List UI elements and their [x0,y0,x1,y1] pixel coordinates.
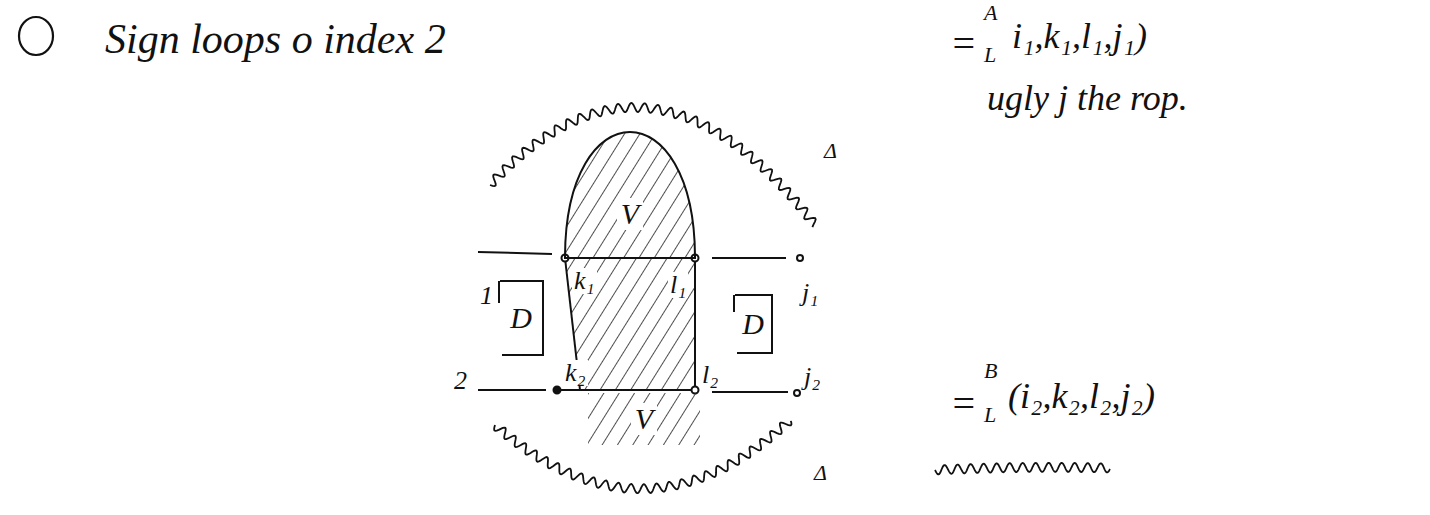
math-label: Δ [822,140,839,162]
heading: Sign loops o index 2 [105,18,446,60]
edge-line [694,258,696,390]
math-label: ugly j the rop. [985,80,1190,116]
math-label: k₂ [563,360,588,386]
bracket-outline [499,281,543,355]
dash-line [478,389,546,391]
math-label: l₂ [700,362,720,388]
bracket-box: D [733,294,773,354]
dome-region: V [565,130,695,258]
vertex-dot [794,390,800,396]
math-label: Δ [812,462,829,484]
math-label: 2 [452,368,469,394]
math-label: (i₂,k₂,l₂,j₂) [1006,378,1157,414]
math-label: B [982,360,999,382]
math-label: k₁ [572,268,597,294]
vertex-dot [554,387,561,394]
region-letter: V [617,198,643,230]
bullet-circle [19,17,53,55]
dash-line [478,252,552,254]
bracket-outline [734,295,772,353]
edge-line [555,389,695,391]
region-letter: D [738,308,768,340]
hatch-fill [588,393,700,445]
math-label: j₁ [800,280,820,306]
vertex-dot [692,387,699,394]
hatched-region: V [588,393,700,445]
math-label: = [948,384,979,424]
node-outline [565,130,695,258]
dash-line [712,257,786,259]
math-label: A [982,2,999,24]
wavy-line [935,463,1110,474]
math-label: l₁ [668,272,688,298]
math-label: i₁,k₁,l₁,j₁) [1010,18,1149,54]
dome-outline [565,132,695,258]
region-letter: D [506,302,536,334]
math-label: j₂ [802,364,822,390]
math-label: L [982,404,998,426]
math-label: 1 [478,283,495,309]
vertex-dot [797,255,803,261]
math-label: = [948,24,979,64]
math-label: L [982,44,998,66]
dash-line [712,391,788,393]
bracket-box: D [498,280,544,356]
region-letter: V [631,403,657,435]
